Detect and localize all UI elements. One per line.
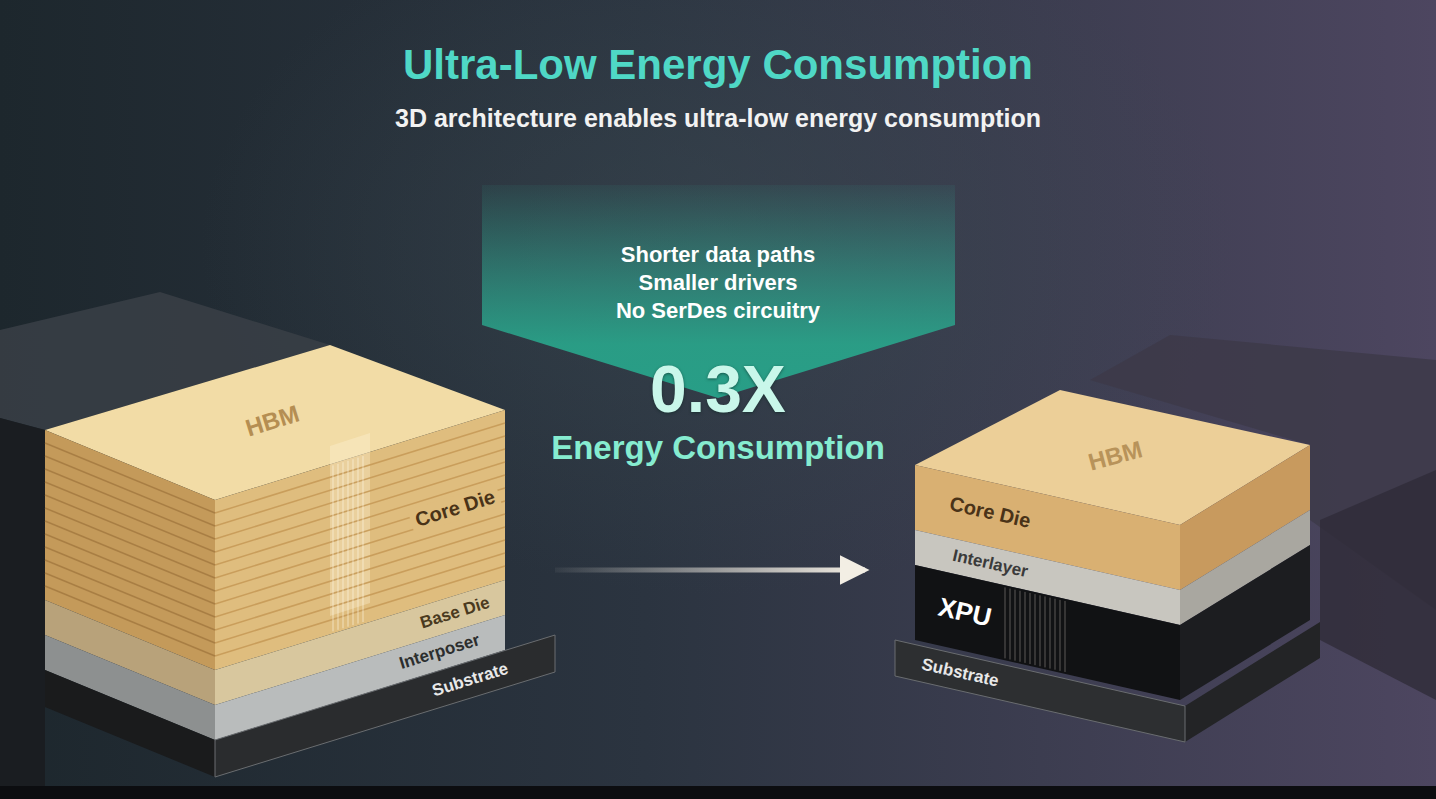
layer-line — [1055, 599, 1056, 670]
ratio-value: 0.3X — [650, 352, 786, 428]
subtitle: 3D architecture enables ultra-low energy… — [395, 104, 1041, 133]
background-glow — [200, 0, 1236, 700]
face — [45, 670, 215, 777]
face — [895, 640, 1185, 742]
layer-line — [1010, 589, 1011, 660]
ratio-caption: Energy Consumption — [551, 429, 885, 467]
layer-line — [363, 456, 364, 622]
layer-line — [1020, 591, 1021, 662]
benefit-text: Smaller drivers — [639, 270, 798, 295]
layer-line — [1065, 601, 1066, 672]
layer-line — [45, 521, 215, 591]
ghost-block-right — [1320, 470, 1436, 700]
layer-line — [1060, 600, 1061, 671]
layer-line — [1035, 594, 1036, 665]
layer-line — [45, 547, 215, 617]
layer-line — [215, 449, 505, 539]
layer-line — [45, 443, 215, 513]
layer-line — [338, 464, 339, 630]
layer-line — [45, 456, 215, 526]
layer-line — [45, 534, 215, 604]
layer-line — [45, 482, 215, 552]
layer-line — [1030, 593, 1031, 664]
screen-edge — [0, 786, 1436, 799]
layer-line — [333, 465, 334, 631]
layer-line — [215, 475, 505, 565]
layer-line — [1050, 598, 1051, 669]
layer-line — [353, 459, 354, 625]
layer-line — [1040, 595, 1041, 666]
substrate-layer: Substrate — [895, 622, 1320, 742]
layer-line — [45, 508, 215, 578]
face — [215, 635, 555, 777]
layer-line — [215, 462, 505, 552]
layer-line — [45, 469, 215, 539]
substrate-layer: Substrate — [45, 635, 555, 777]
layer-line — [1005, 587, 1006, 658]
ghost-block — [0, 418, 45, 786]
flow-arrow — [555, 568, 865, 573]
layer-line — [358, 458, 359, 624]
face — [1185, 622, 1320, 742]
layer-line — [1025, 592, 1026, 663]
layer-line — [215, 514, 505, 604]
slide-title: Ultra-Low Energy Consumption — [403, 41, 1033, 89]
layer-line — [1045, 596, 1046, 667]
shape-outline — [45, 635, 555, 777]
layer-line — [348, 461, 349, 627]
benefit-text: No SerDes circuitry — [616, 298, 820, 323]
layer-line — [1015, 590, 1016, 661]
layer-line — [45, 495, 215, 565]
benefit-text: Shorter data paths — [621, 242, 815, 267]
layer-line — [343, 462, 344, 628]
